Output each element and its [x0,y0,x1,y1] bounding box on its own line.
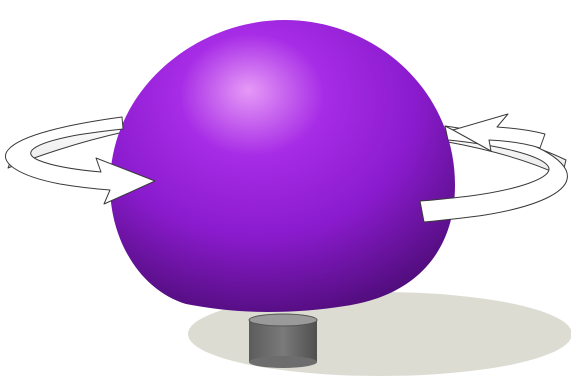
rotating-sphere [110,20,455,312]
cylindrical-base [249,314,317,368]
